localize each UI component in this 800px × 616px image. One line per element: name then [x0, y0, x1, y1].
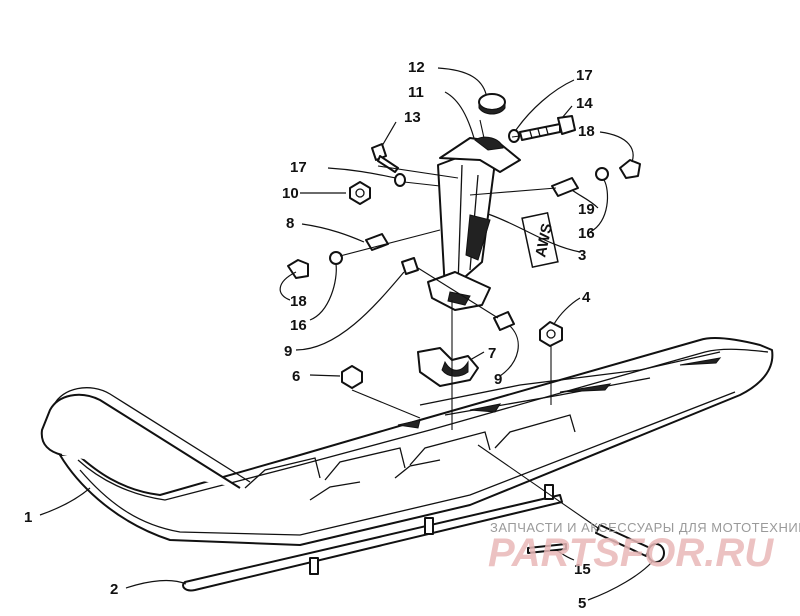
callout-15: 15 — [574, 561, 591, 578]
callout-9-left: 9 — [284, 343, 292, 360]
callout-9-right: 9 — [494, 371, 502, 388]
aws-decal: AWS — [521, 211, 559, 269]
watermark-caption: ЗАПЧАСТИ И АКСЕССУАРЫ ДЛЯ МОТОТЕХНИКИ — [490, 520, 800, 535]
nut-10 — [349, 181, 371, 205]
saddle-bracket — [417, 347, 479, 387]
bushing-9-upper — [401, 257, 419, 275]
bushing-9-lower — [493, 311, 515, 331]
callout-17-top: 17 — [576, 67, 593, 84]
callout-16-right: 16 — [578, 225, 595, 242]
callout-10: 10 — [282, 185, 299, 202]
callout-17-left: 17 — [290, 159, 307, 176]
bushing-19 — [551, 177, 579, 197]
callout-labels: 12 11 13 17 14 18 17 10 8 19 16 3 18 16 … — [24, 59, 595, 612]
watermark: ЗАПЧАСТИ И АКСЕССУАРЫ ДЛЯ МОТОТЕХНИКИ PA… — [488, 520, 800, 575]
callout-14: 14 — [576, 95, 593, 112]
callout-1: 1 — [24, 509, 32, 526]
callout-18-right: 18 — [578, 123, 595, 140]
bolt-13 — [371, 143, 399, 173]
assembly-centerlines — [339, 119, 599, 529]
callout-8: 8 — [286, 215, 294, 232]
callout-3: 3 — [578, 247, 586, 264]
nut-6 — [341, 365, 363, 389]
callout-7: 7 — [488, 345, 496, 362]
callout-18-left: 18 — [290, 293, 307, 310]
callout-16-left: 16 — [290, 317, 307, 334]
nut-4 — [539, 321, 563, 347]
callout-19: 19 — [578, 201, 595, 218]
callout-5: 5 — [578, 595, 586, 612]
callout-4: 4 — [582, 289, 591, 306]
wear-bar — [182, 484, 563, 592]
ski-handle-loop — [40, 387, 251, 489]
callout-6: 6 — [292, 368, 300, 385]
bolt-14 — [519, 115, 576, 141]
watermark-logo: PARTSFOR.RU — [488, 531, 774, 575]
bushing-8 — [365, 233, 389, 251]
ski-body — [59, 336, 774, 546]
callout-13: 13 — [404, 109, 421, 126]
bolt-5 — [595, 524, 665, 563]
bolt-18-right — [619, 159, 641, 179]
callout-2: 2 — [110, 581, 118, 598]
callout-12: 12 — [408, 59, 425, 76]
cotter-pin — [527, 543, 567, 554]
spindle-housing — [427, 136, 521, 311]
callout-11: 11 — [408, 84, 424, 101]
leader-lines — [39, 67, 653, 601]
